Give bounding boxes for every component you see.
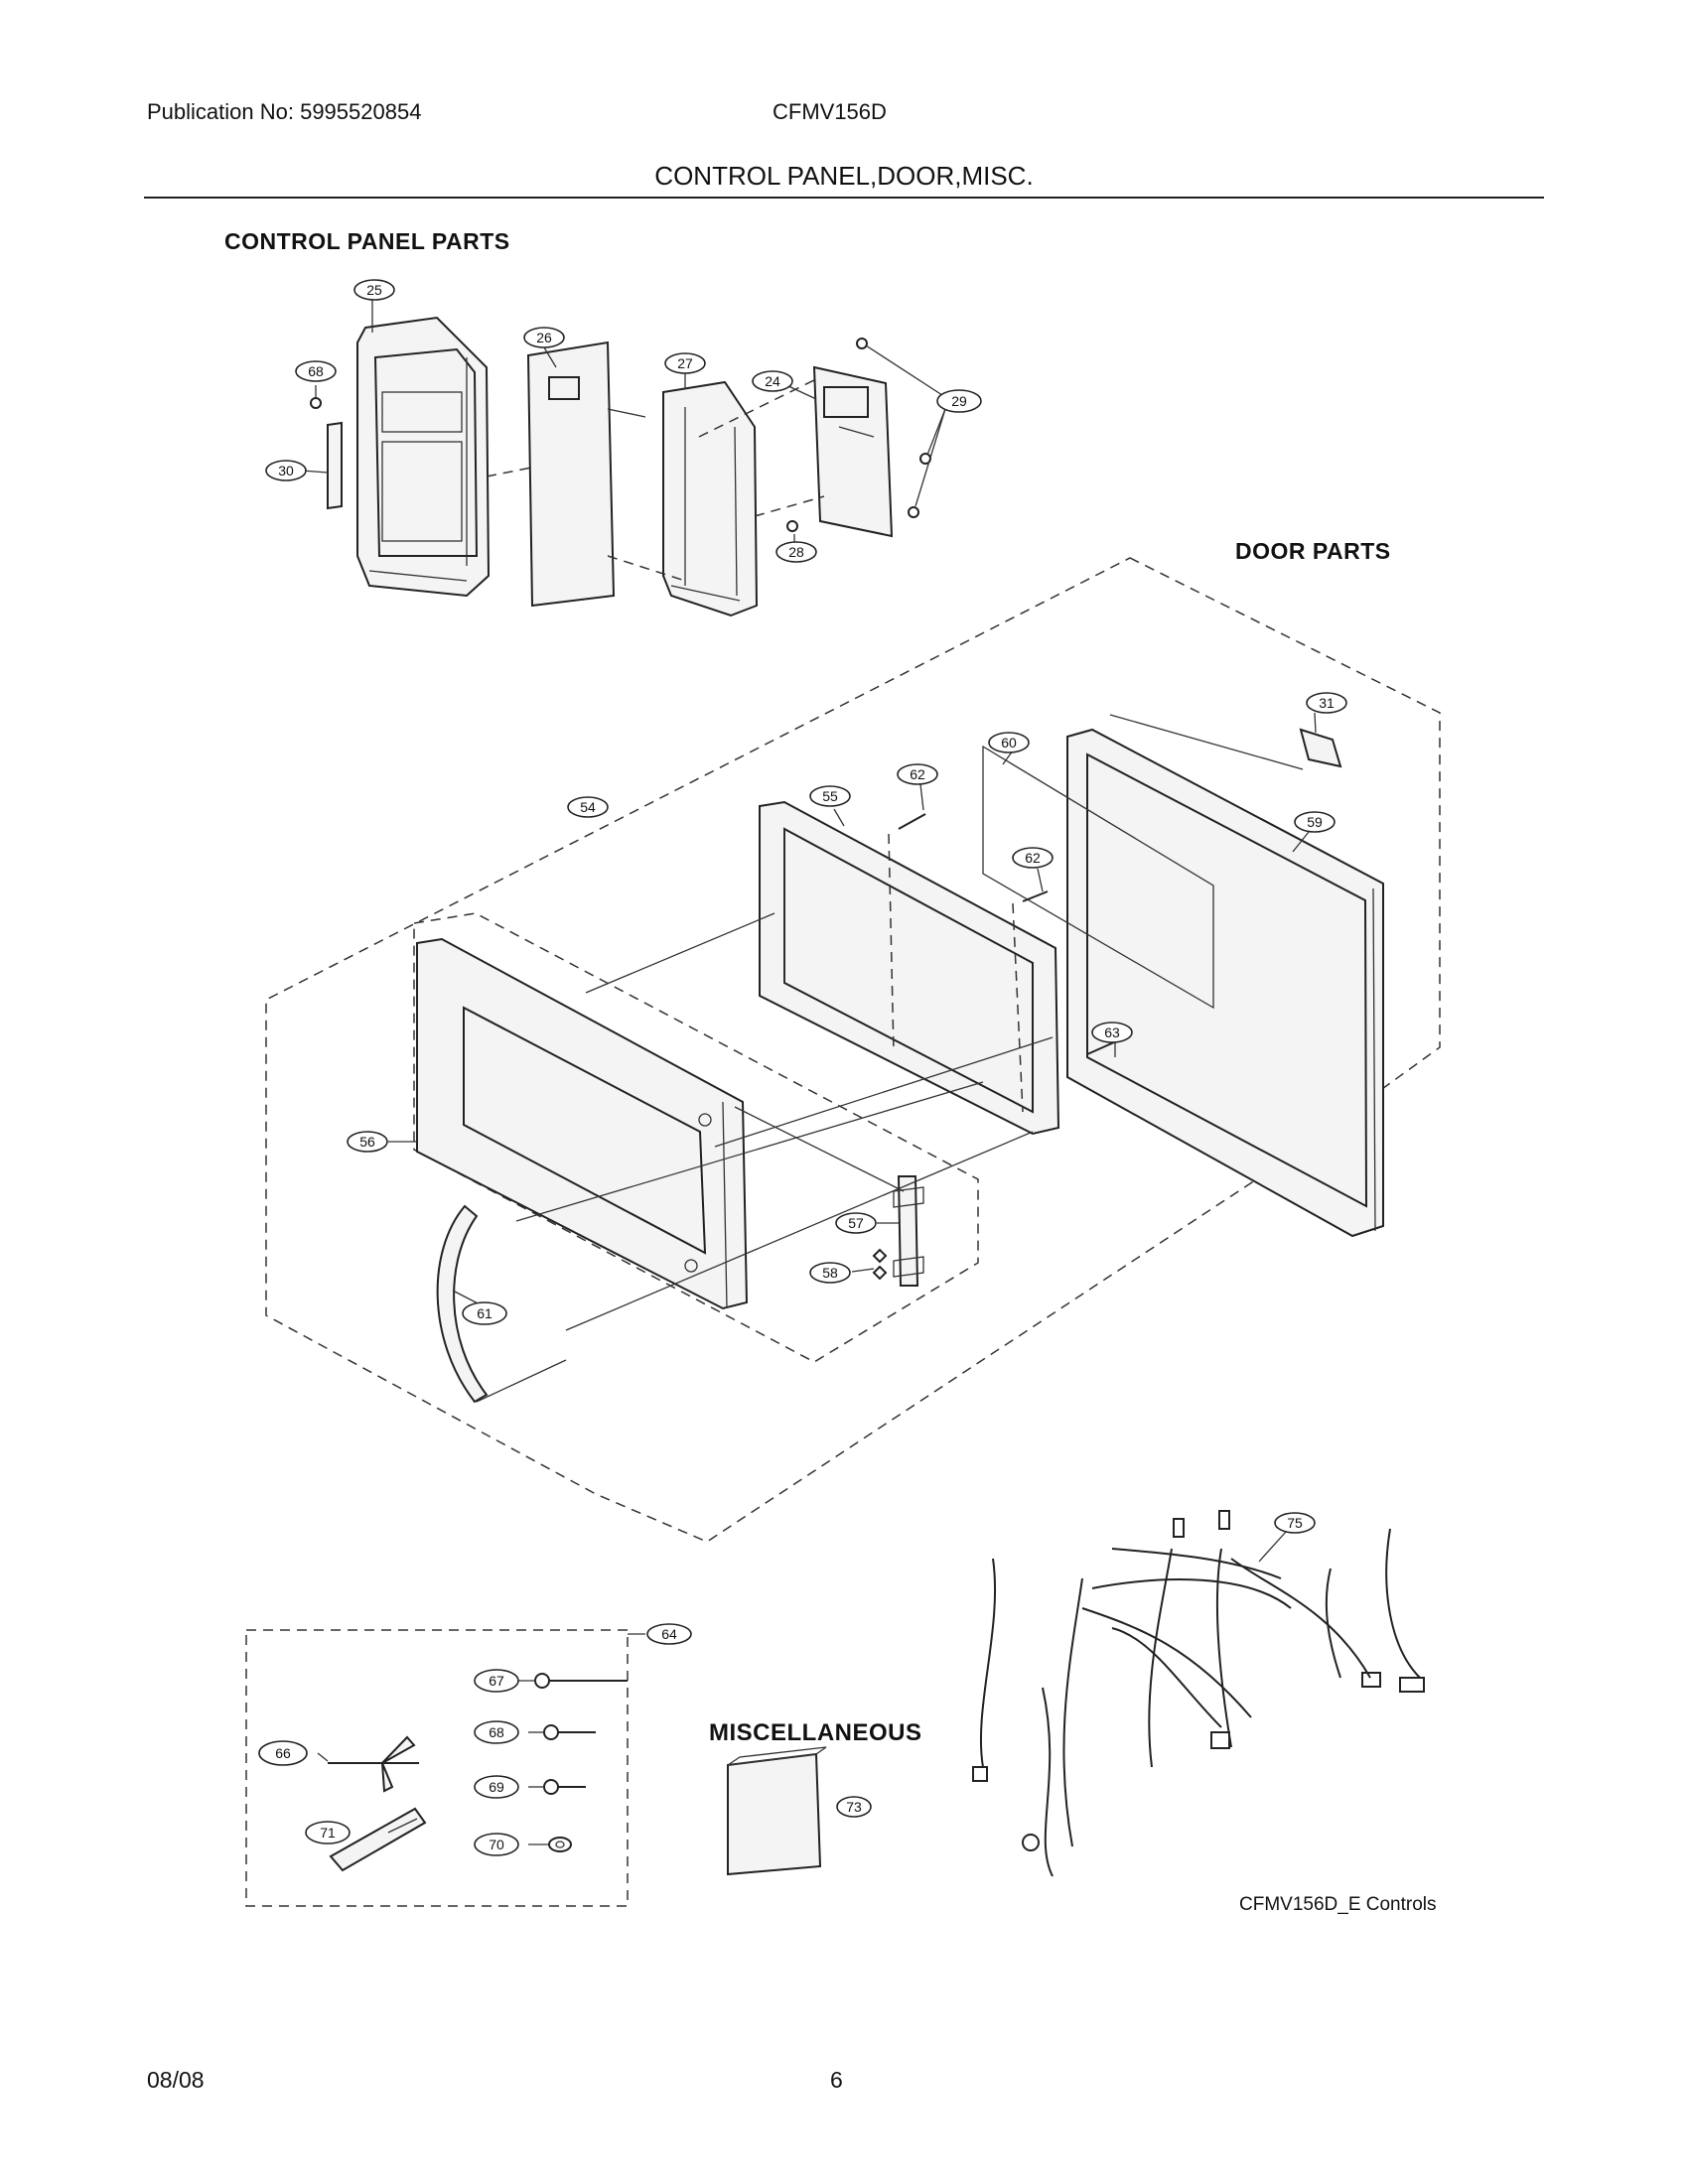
wire-harness-part: [972, 1510, 1425, 1877]
harness-leader-line: [1258, 1531, 1287, 1563]
svg-text:62: 62: [910, 766, 925, 782]
mounting-bracket-part: [329, 1807, 427, 1872]
svg-text:27: 27: [677, 355, 693, 371]
manual-booklet-part: [727, 1746, 827, 1876]
svg-text:59: 59: [1307, 814, 1323, 830]
footer-date: 08/08: [147, 2067, 205, 2093]
publication-number: Publication No: 5995520854: [147, 99, 422, 124]
svg-text:61: 61: [477, 1305, 492, 1321]
callout-30: 30: [265, 460, 307, 481]
svg-text:24: 24: [765, 373, 780, 389]
svg-text:29: 29: [951, 393, 967, 409]
svg-text:73: 73: [846, 1799, 862, 1815]
callout-26: 26: [523, 327, 565, 348]
callout-73: 73: [836, 1796, 872, 1818]
callout-75: 75: [1274, 1512, 1316, 1534]
svg-text:57: 57: [848, 1215, 864, 1231]
svg-text:68: 68: [489, 1724, 504, 1740]
screen-mesh-part: [982, 745, 1214, 1010]
callout-25: 25: [353, 279, 395, 301]
svg-text:30: 30: [278, 463, 294, 478]
svg-text:31: 31: [1319, 695, 1335, 711]
misc-leader-lines: [317, 1633, 645, 1845]
header-rule: [144, 197, 1544, 199]
latch-spring-part: [872, 1248, 888, 1281]
screw-medium-part: [543, 1724, 596, 1740]
callout-67: 67: [474, 1669, 519, 1693]
membrane-label-part: [327, 421, 343, 510]
callout-71: 71: [305, 1821, 351, 1844]
callout-60: 60: [988, 732, 1030, 753]
choke-cover-part: [1066, 728, 1384, 1238]
callout-66: 66: [258, 1740, 308, 1766]
callout-59: 59: [1294, 811, 1336, 833]
callout-62-upper: 62: [897, 763, 938, 785]
svg-text:67: 67: [489, 1673, 504, 1689]
svg-text:25: 25: [366, 282, 382, 298]
door-handle-part: [436, 1204, 489, 1404]
callout-64: 64: [646, 1623, 692, 1645]
callout-55: 55: [809, 785, 851, 807]
callout-62-lower: 62: [1012, 847, 1054, 869]
latch-hook-part: [1299, 728, 1342, 768]
callout-28: 28: [775, 541, 817, 563]
control-panel-bracket-part: [662, 380, 759, 617]
section-heading-control-panel: CONTROL PANEL PARTS: [224, 228, 510, 254]
diagram-caption: CFMV156D_E Controls: [1239, 1894, 1437, 1915]
inner-door-frame-part: [759, 800, 1060, 1136]
svg-text:56: 56: [359, 1134, 375, 1150]
footer-page-number: 6: [830, 2067, 843, 2093]
callout-57: 57: [835, 1212, 877, 1234]
washer-part: [548, 1837, 572, 1852]
control-panel-keypad-part: [526, 341, 646, 608]
outer-door-panel-part: [416, 937, 749, 1310]
callout-70: 70: [474, 1833, 519, 1856]
door-latch-lever-part: [893, 1175, 924, 1287]
door-explode-lines: [476, 714, 1304, 1403]
callout-58: 58: [809, 1262, 851, 1284]
svg-text:70: 70: [489, 1837, 504, 1852]
callout-61: 61: [462, 1301, 507, 1325]
callout-69: 69: [474, 1775, 519, 1799]
svg-text:62: 62: [1025, 850, 1041, 866]
callout-56: 56: [347, 1131, 388, 1153]
door-choke-dashed-outline: [413, 912, 979, 1363]
callout-24: 24: [752, 370, 793, 392]
svg-text:55: 55: [822, 788, 838, 804]
svg-text:63: 63: [1104, 1024, 1120, 1040]
anchor-bolt-part: [328, 1735, 419, 1793]
control-panel-dashed-leaders: [486, 376, 825, 582]
section-heading-misc: MISCELLANEOUS: [709, 1719, 922, 1746]
callout-68-misc: 68: [474, 1720, 519, 1744]
control-panel-frame-part: [356, 316, 491, 598]
control-board-part: [812, 365, 894, 538]
svg-text:28: 28: [788, 544, 804, 560]
model-number: CFMV156D: [773, 99, 887, 124]
callout-27: 27: [664, 352, 706, 374]
svg-text:71: 71: [320, 1825, 336, 1841]
svg-text:64: 64: [661, 1626, 677, 1642]
screw-long-part: [534, 1673, 628, 1689]
callout-31: 31: [1306, 692, 1347, 714]
door-assembly-dashed-outline: [265, 557, 1441, 1543]
misc-hardware-dashed-box: [245, 1629, 629, 1907]
callout-54: 54: [567, 796, 609, 818]
svg-text:26: 26: [536, 330, 552, 345]
callout-68-control-panel: 68: [295, 360, 337, 382]
section-heading-door: DOOR PARTS: [1235, 538, 1391, 564]
screw-short-part: [543, 1779, 586, 1795]
svg-text:54: 54: [580, 799, 596, 815]
svg-text:68: 68: [308, 363, 324, 379]
svg-text:58: 58: [822, 1265, 838, 1281]
svg-text:60: 60: [1001, 735, 1017, 751]
door-screws: [898, 813, 1115, 1055]
page-title: CONTROL PANEL,DOOR,MISC.: [654, 161, 1034, 191]
svg-text:69: 69: [489, 1779, 504, 1795]
svg-text:75: 75: [1287, 1515, 1303, 1531]
callout-63: 63: [1091, 1022, 1133, 1043]
svg-text:66: 66: [275, 1745, 291, 1761]
callout-29: 29: [936, 389, 982, 413]
